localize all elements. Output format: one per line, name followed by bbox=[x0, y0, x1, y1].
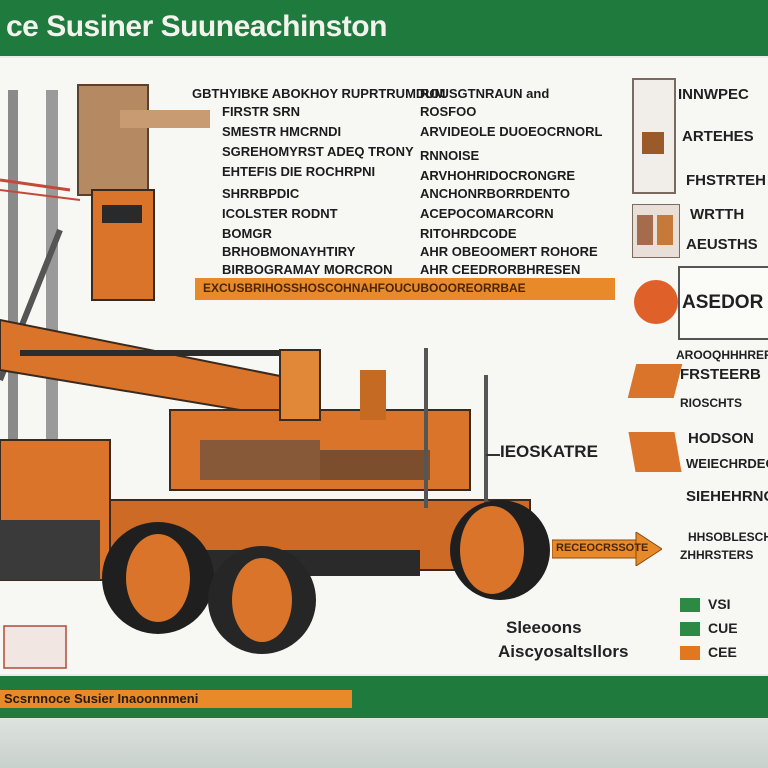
spec-line: AHR OBEOOMERT ROHORE bbox=[420, 244, 598, 259]
spec-line: ARVIDEOLE DUOEOCRNORL bbox=[420, 124, 603, 139]
spec-line: EHTEFIS DIE ROCHRPNI bbox=[222, 164, 376, 179]
side-card: ASEDOR bbox=[678, 266, 768, 340]
spec-line: SHRRBPDIC bbox=[222, 186, 300, 201]
side-label: FRSTEERB bbox=[680, 366, 761, 383]
legend-swatch bbox=[680, 622, 700, 636]
spec-line: AHR CEEDRORBHRESEN bbox=[420, 262, 581, 277]
legend-label: VSI bbox=[708, 596, 731, 612]
side-label: HODSON bbox=[688, 430, 754, 447]
boom-arm bbox=[120, 110, 210, 128]
footer-strip: Scsrnnoce Susier Inaoonnmeni bbox=[0, 690, 352, 708]
side-label: INNWPEC bbox=[678, 86, 749, 103]
cab-column bbox=[279, 349, 321, 421]
spec-line: ACEPOCOMARCORN bbox=[420, 206, 554, 221]
main-boom bbox=[0, 318, 301, 422]
tower-pole bbox=[8, 90, 18, 510]
spec-line: GBTHYIBKE ABOKHOY RUPRTRUMDUM bbox=[192, 86, 446, 101]
wheel-middle bbox=[208, 546, 316, 654]
spec-line: SGREHOMYRST ADEQ TRONY bbox=[222, 144, 414, 159]
spec-line: ANCHONRBORRDENTO bbox=[420, 186, 570, 201]
side-label: SIEHEHRNO bbox=[686, 488, 768, 505]
arrow-icon bbox=[552, 532, 662, 566]
spec-line: FIRSTR SRN bbox=[222, 104, 300, 119]
page-title: ce Susiner Suuneachinston bbox=[6, 10, 387, 43]
callout-label: Sleeoons bbox=[506, 618, 582, 637]
spec-strip: EXCUSBRIHOSSHOSCOHNAHFOUCUBOOOREORRBAE bbox=[195, 278, 615, 300]
legend-row: CUE bbox=[680, 620, 768, 638]
legend-label: CUE bbox=[708, 620, 738, 636]
mast bbox=[424, 348, 428, 508]
callout-label: Aiscyosaltsllors bbox=[498, 642, 629, 661]
side-label: AROOQHHHRERES bbox=[676, 348, 768, 362]
spec-strip-text: EXCUSBRIHOSSHOSCOHNAHFOUCUBOOOREORRBAE bbox=[203, 281, 526, 295]
machinery bbox=[200, 440, 320, 480]
spec-text-block: GBTHYIBKE ABOKHOY RUPRTRUMDUM ROUSGTNRAU… bbox=[192, 82, 618, 282]
footer-text: Scsrnnoce Susier Inaoonnmeni bbox=[4, 691, 199, 706]
callout-mid: IEOSKATRE bbox=[500, 442, 598, 461]
spec-line: ICOLSTER RODNT bbox=[222, 206, 338, 221]
mast bbox=[484, 375, 488, 515]
exhaust bbox=[360, 370, 386, 420]
info-box bbox=[3, 625, 67, 669]
spec-line: ROSFOO bbox=[420, 104, 477, 119]
legend-swatch bbox=[680, 646, 700, 660]
boom-rail bbox=[20, 350, 290, 356]
panel-icon bbox=[632, 204, 680, 258]
legend-label: CEE bbox=[708, 644, 737, 660]
spec-line: ARVHOHRIDOCRONGRE bbox=[420, 168, 576, 183]
wheel-rear bbox=[102, 522, 214, 634]
tower-pole bbox=[46, 90, 58, 540]
wheel-front bbox=[450, 500, 550, 600]
side-label: HHSOBLESCHON bbox=[688, 530, 768, 544]
side-label: ASEDOR bbox=[682, 292, 764, 313]
bottom-band bbox=[0, 718, 768, 768]
hoist-house bbox=[77, 84, 149, 196]
side-label: WEIECHRDEO bbox=[686, 456, 768, 471]
spec-line: BRHOBMONAYHTIRY bbox=[222, 244, 356, 259]
spec-line: RITOHRDCODE bbox=[420, 226, 517, 241]
winch-panel bbox=[102, 205, 142, 223]
arrow-label: RECEOCRSSOTE bbox=[556, 542, 649, 554]
rear-engine bbox=[0, 520, 100, 580]
callout-line bbox=[486, 454, 500, 456]
spec-line: SMESTR HMCRNDI bbox=[222, 124, 342, 139]
side-label: RIOSCHTS bbox=[680, 396, 743, 410]
spec-line: BOMGR bbox=[222, 226, 272, 241]
side-label: AEUSTHS bbox=[686, 236, 758, 253]
legend-row: CEE bbox=[680, 644, 768, 662]
legend-row: VSI bbox=[680, 596, 768, 614]
side-label: WRTTH bbox=[690, 206, 745, 223]
side-label: FHSTRTEH bbox=[686, 172, 766, 189]
gear-icon bbox=[634, 280, 678, 324]
legend-swatch bbox=[680, 598, 700, 612]
header-bar: ce Susiner Suuneachinston bbox=[0, 0, 768, 56]
side-label: ZHHRSTERS bbox=[680, 548, 754, 562]
gauge-icon bbox=[632, 78, 676, 194]
bucket-icon bbox=[627, 364, 683, 398]
machine-illustration bbox=[0, 84, 550, 669]
spec-line: RNNOISE bbox=[420, 148, 480, 163]
spec-line: ROUSGTNRAUN and bbox=[420, 86, 550, 101]
spec-line: BIRBOGRAMAY MORCRON bbox=[222, 262, 393, 277]
side-label: ARTEHES bbox=[682, 128, 754, 145]
engine-icon bbox=[628, 432, 682, 472]
machinery bbox=[320, 450, 430, 480]
